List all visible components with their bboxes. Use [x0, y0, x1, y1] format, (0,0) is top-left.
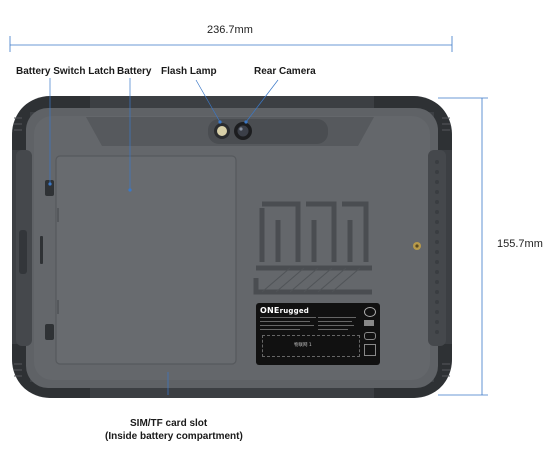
brand-prefix: ONE: [260, 306, 280, 315]
callout-dots: [48, 120, 248, 192]
width-dimension-label: 236.7mm: [207, 24, 253, 36]
sim-tf-slot-label: SIM/TF card slot: [130, 418, 208, 429]
certification-mark-icon: [364, 307, 376, 317]
sticker-stamp-box: [262, 335, 360, 357]
sim-tf-slot-sublabel: (Inside battery compartment): [105, 431, 243, 442]
rear-camera-icon: [234, 122, 252, 140]
brand-suffix: rugged: [279, 307, 309, 315]
sticker-brand: ONErugged: [260, 306, 309, 315]
logo-hatch: [261, 267, 361, 293]
lower-latch-icon: [45, 324, 54, 340]
camera-bar: [86, 117, 374, 146]
regulatory-label-sticker: ONErugged 物联网 1: [256, 303, 380, 365]
screw-icon: [413, 242, 421, 250]
callout-leaders: [49, 78, 279, 395]
recycle-bin-icon: [364, 344, 376, 356]
flash-lamp-label: Flash Lamp: [161, 66, 217, 77]
rear-camera-label: Rear Camera: [254, 66, 316, 77]
width-dimension-line: [9, 36, 453, 52]
logo-emblem: [253, 201, 372, 295]
right-grip-strip: [428, 150, 446, 346]
height-dimension-label: 155.7mm: [497, 238, 543, 250]
side-port-icon: [40, 236, 43, 264]
sticker-stamp-text: 物联网 1: [294, 343, 312, 348]
battery-switch-latch-icon: [45, 180, 54, 196]
ce-mark-icon: [364, 332, 376, 340]
height-dimension-line: [438, 97, 488, 396]
flash-lamp-icon: [214, 123, 230, 139]
battery-switch-latch-label: Battery Switch Latch: [16, 66, 115, 77]
battery-label: Battery: [117, 66, 152, 77]
fc-mark-icon: [364, 320, 374, 326]
left-grip-strip: [16, 150, 32, 346]
battery-cover: [55, 155, 237, 365]
